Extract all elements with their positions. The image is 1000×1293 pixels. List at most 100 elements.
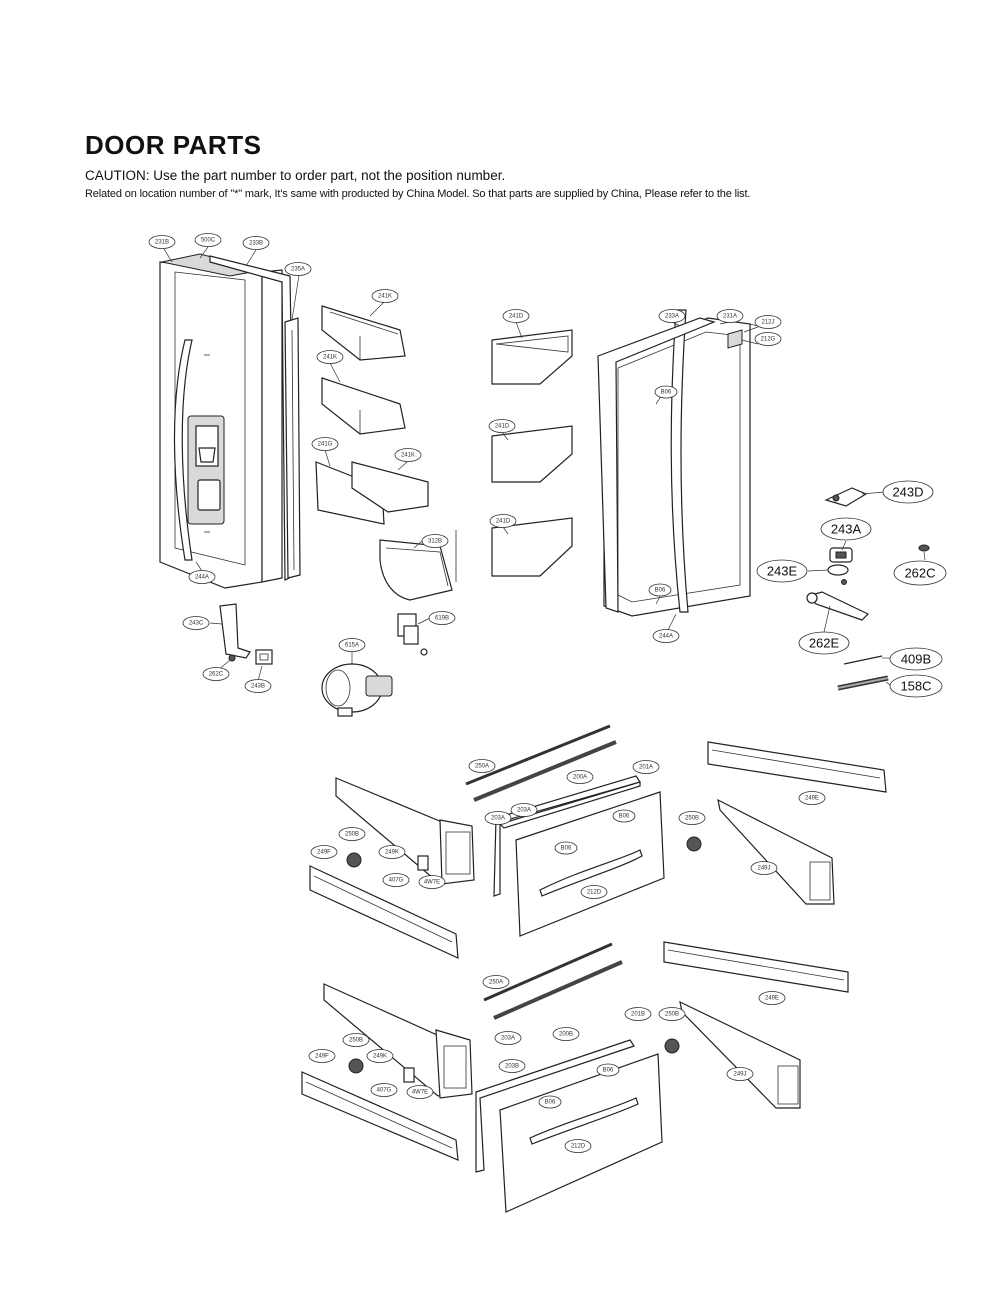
svg-text:158C: 158C: [900, 678, 931, 693]
svg-text:262C: 262C: [904, 565, 935, 580]
callout-243D: 243D: [882, 480, 934, 504]
svg-text:233A: 233A: [665, 314, 679, 320]
svg-text:212G: 212G: [761, 337, 776, 343]
svg-text:212J: 212J: [761, 320, 774, 326]
svg-text:B06: B06: [655, 588, 666, 594]
callout-201A: 201A: [632, 760, 660, 774]
svg-text:243C: 243C: [189, 621, 204, 627]
svg-text:B06: B06: [545, 1100, 556, 1106]
upper-drawer-assembly: [309, 724, 887, 959]
callout-243E: 243E: [756, 559, 808, 583]
left-door-gasket-235A: [284, 317, 301, 579]
callout-243A: 243A: [820, 517, 872, 541]
callout-262E: 262E: [798, 631, 850, 655]
rod-158C: [837, 675, 889, 691]
callout-249J-lower: 249J: [726, 1067, 754, 1081]
svg-text:241G: 241G: [318, 442, 333, 448]
caution-text: CAUTION: Use the part number to order pa…: [85, 168, 506, 183]
callout-243B: 243B: [244, 679, 272, 693]
svg-text:4W7E: 4W7E: [412, 1090, 428, 1096]
callout-249E-lower: 249E: [758, 991, 786, 1005]
lower-drawer-assembly: [301, 941, 849, 1213]
svg-text:235A: 235A: [291, 267, 305, 273]
callout-249J-upper: 249J: [750, 861, 778, 875]
svg-text:409B: 409B: [901, 651, 931, 666]
svg-text:243E: 243E: [767, 563, 798, 578]
callout-203B: 203B: [498, 1059, 526, 1073]
door-bin-241K-top: [321, 305, 406, 361]
callout-B06-door-bottom: B06: [648, 583, 672, 597]
svg-text:241D: 241D: [509, 314, 524, 320]
callout-250B-lower-left: 250B: [342, 1033, 370, 1047]
svg-text:407G: 407G: [377, 1088, 392, 1094]
svg-text:212D: 212D: [587, 890, 602, 896]
door-bin-241D-bottom: [491, 517, 573, 577]
valve-619B: [397, 613, 428, 656]
callout-241G: 241G: [311, 437, 339, 451]
callout-200A: 200A: [566, 770, 594, 784]
callout-250A-lower: 250A: [482, 975, 510, 989]
callout-212J: 212J: [754, 315, 782, 329]
callout-250B-upper-left: 250B: [338, 827, 366, 841]
door-bin-312B: [379, 530, 457, 601]
callout-B06-lower-1: B06: [596, 1063, 620, 1077]
callout-312B: 312B: [421, 534, 449, 548]
callout-241D-1: 241D: [502, 309, 530, 323]
svg-text:4W7E: 4W7E: [424, 880, 440, 886]
svg-text:249J: 249J: [757, 866, 770, 872]
svg-text:B06: B06: [561, 846, 572, 852]
right-door-gasket-233A: [597, 317, 716, 613]
callout-labels: 231B 500C 233B 235A 241K 241K 241G 241K …: [148, 233, 947, 1153]
svg-text:249E: 249E: [805, 796, 819, 802]
svg-text:233B: 233B: [249, 241, 263, 247]
svg-text:241K: 241K: [401, 453, 415, 459]
callout-212G: 212G: [754, 332, 782, 346]
callout-241D-2: 241D: [488, 419, 516, 433]
callout-241K-3: 241K: [394, 448, 422, 462]
svg-text:250A: 250A: [475, 764, 489, 770]
callout-231B: 231B: [148, 235, 176, 249]
page-title: DOOR PARTS: [85, 130, 262, 160]
part-262C: [918, 544, 930, 552]
callout-250B-upper-right: 250B: [678, 811, 706, 825]
callout-4W7E-lower: 4W7E: [406, 1085, 434, 1099]
callout-243C: 243C: [182, 616, 210, 630]
svg-text:241K: 241K: [378, 294, 392, 300]
left-door-assembly: [159, 253, 283, 589]
callout-233A: 233A: [658, 309, 686, 323]
callout-212D-lower: 212D: [564, 1139, 592, 1153]
callout-231A: 231A: [716, 309, 744, 323]
leader-lines: [163, 246, 926, 686]
callout-249K-upper: 249K: [378, 845, 406, 859]
svg-text:262C: 262C: [209, 672, 224, 678]
bracket-243C: [219, 603, 251, 659]
svg-text:203A: 203A: [491, 816, 505, 822]
callout-409B: 409B: [889, 647, 943, 671]
svg-text:243D: 243D: [892, 484, 923, 499]
svg-text:241D: 241D: [496, 519, 511, 525]
callout-158C: 158C: [889, 674, 943, 698]
callout-249E-upper: 249E: [798, 791, 826, 805]
svg-text:250B: 250B: [665, 1012, 679, 1018]
svg-text:249F: 249F: [317, 850, 331, 856]
callout-B06-upper-1: B06: [612, 809, 636, 823]
svg-text:231A: 231A: [723, 314, 737, 320]
svg-text:249E: 249E: [765, 996, 779, 1002]
svg-text:249F: 249F: [315, 1054, 329, 1060]
callout-615A: 615A: [338, 638, 366, 652]
callout-241K-2: 241K: [316, 350, 344, 364]
callout-262C: 262C: [893, 560, 947, 586]
callout-4W7E-upper: 4W7E: [418, 875, 446, 889]
callout-235A: 235A: [284, 262, 312, 276]
callout-250B-lower-right: 250B: [658, 1007, 686, 1021]
callout-249F-lower: 249F: [308, 1049, 336, 1063]
callout-407G-lower: 407G: [370, 1083, 398, 1097]
svg-text:250B: 250B: [685, 816, 699, 822]
callout-244A-right: 244A: [652, 629, 680, 643]
svg-text:201B: 201B: [631, 1012, 645, 1018]
door-bin-241K-middle: [321, 377, 406, 435]
callout-233B: 233B: [242, 236, 270, 250]
svg-text:244A: 244A: [195, 575, 209, 581]
hinge-243B: [255, 649, 273, 665]
svg-text:312B: 312B: [428, 539, 442, 545]
